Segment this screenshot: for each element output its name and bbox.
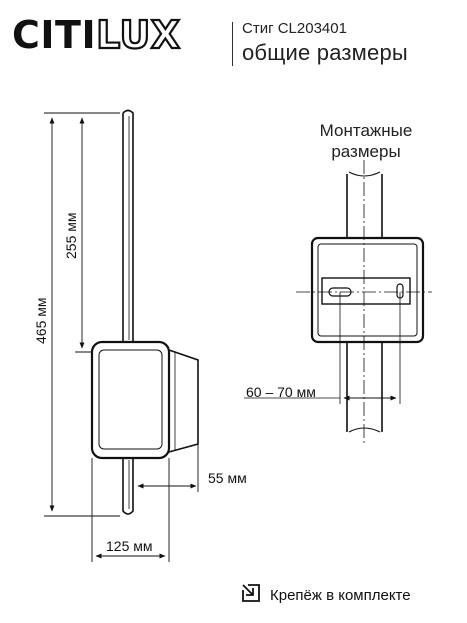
dimension-width <box>91 458 170 562</box>
mounting-title-line2: размеры <box>331 142 401 161</box>
page-title: общие размеры <box>242 40 408 65</box>
brand-logo-solid: CITI <box>12 13 97 57</box>
lamp-rod <box>122 109 134 515</box>
footer-note: Крепёж в комплекте <box>240 582 411 609</box>
mounting-title: Монтажные размеры <box>296 120 436 162</box>
arrow-in-box-icon <box>240 582 262 609</box>
header-divider <box>232 22 234 66</box>
label-depth: 55 мм <box>208 470 247 486</box>
label-width: 125 мм <box>106 538 153 554</box>
lamp-body <box>90 340 199 460</box>
model-name: Стиг CL203401 <box>242 20 347 37</box>
label-mount-spacing: 60 – 70 мм <box>246 384 316 400</box>
brand-logo: CITILUX <box>12 13 181 57</box>
footer-note-text: Крепёж в комплекте <box>270 587 411 604</box>
dimension-total-height <box>44 112 120 517</box>
dimension-depth <box>137 444 199 492</box>
label-total-height: 465 мм <box>33 297 49 345</box>
brand-logo-outline: LUX <box>95 13 181 57</box>
label-upper-height: 255 мм <box>63 212 79 260</box>
mounting-title-line1: Монтажные <box>319 121 413 140</box>
mounting-detail <box>244 160 432 445</box>
dimension-upper-height <box>75 117 92 353</box>
